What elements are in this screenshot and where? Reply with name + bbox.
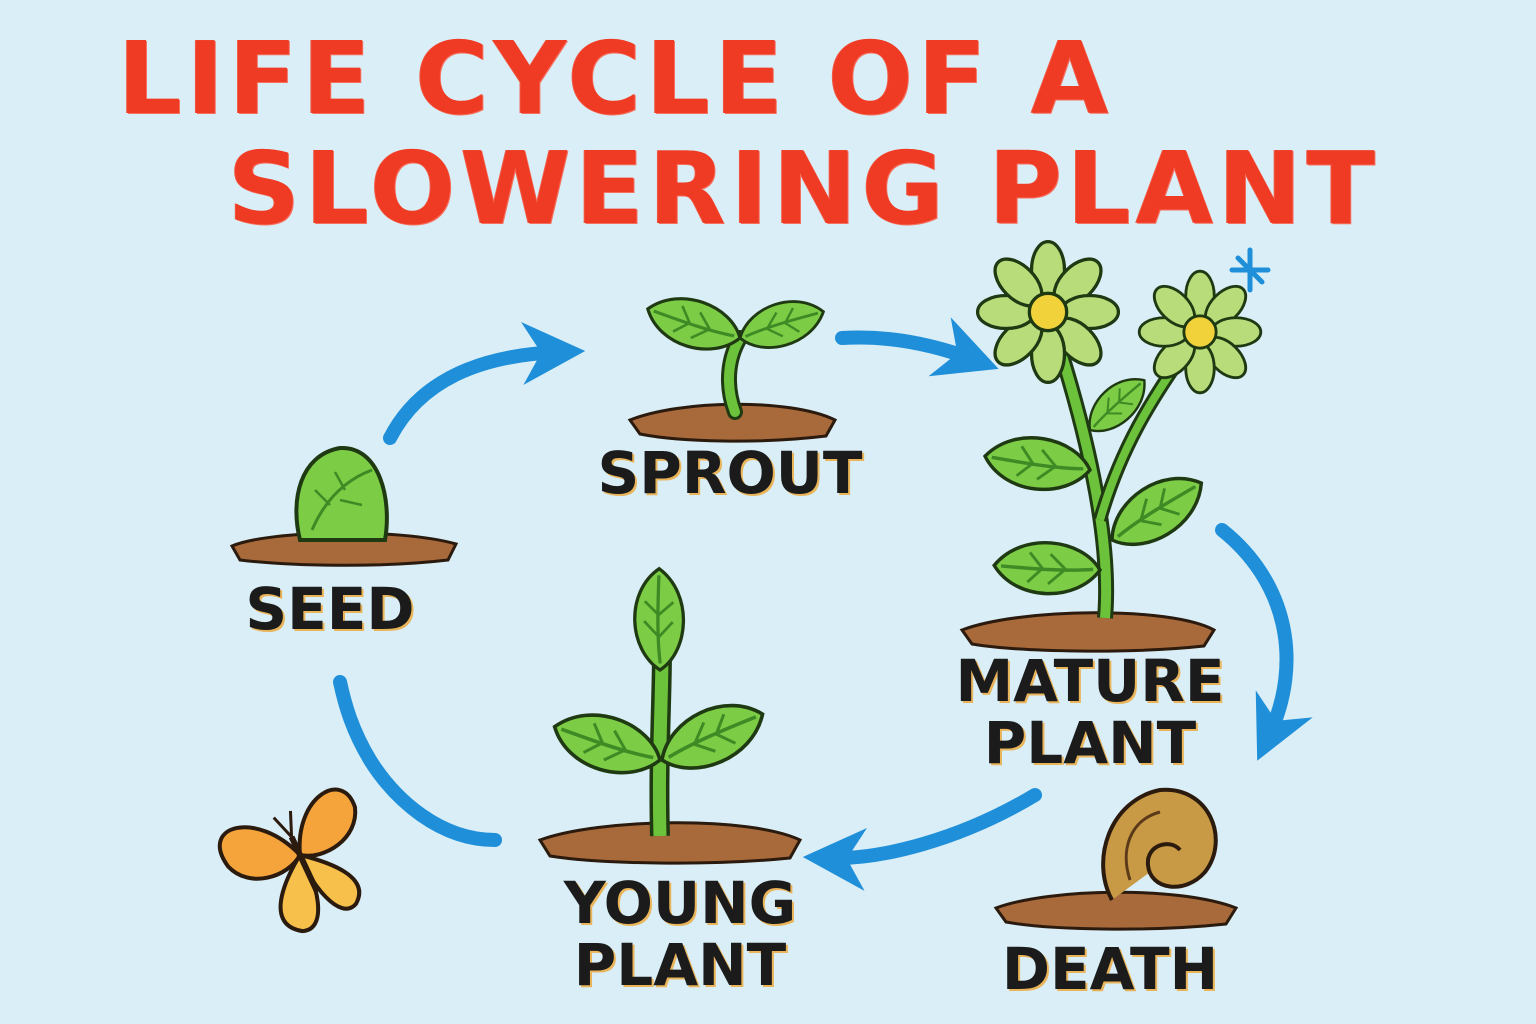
label-seed-text: SEED [245, 575, 415, 643]
label-seed: SEED [200, 578, 460, 640]
seed-icon [229, 445, 459, 567]
death-icon [993, 787, 1239, 931]
label-death: DEATH [960, 938, 1260, 1000]
arrow-seed-to-sprout [383, 321, 586, 445]
arrow-young-to-seed [333, 675, 502, 847]
sparkle-icon [1229, 247, 1271, 293]
label-death-text: DEATH [1001, 935, 1219, 1003]
label-mature-line1: MATURE [955, 647, 1225, 715]
cycle-arrows [333, 317, 1313, 891]
butterfly-icon [217, 787, 362, 934]
label-mature-plant: MATURE PLANT [920, 650, 1260, 774]
label-mature-line2: PLANT [983, 709, 1197, 777]
mature-plant-icon [959, 239, 1263, 653]
label-sprout-text: SPROUT [597, 439, 863, 507]
sprout-icon [627, 283, 838, 443]
label-young-line1: YOUNG [563, 869, 797, 937]
arrow-mature-to-death [1215, 523, 1313, 761]
title-line-1: LIFE CYCLE OF A [118, 20, 1114, 137]
label-sprout: SPROUT [570, 442, 890, 504]
title-line-2: SLOWERING PLANT [228, 130, 1380, 247]
young-plant-icon [537, 566, 803, 865]
label-young-plant: YOUNG PLANT [510, 872, 850, 996]
label-young-line2: PLANT [573, 931, 787, 999]
arrow-sprout-to-mature [835, 317, 999, 377]
arrow-death-to-young [802, 788, 1042, 891]
